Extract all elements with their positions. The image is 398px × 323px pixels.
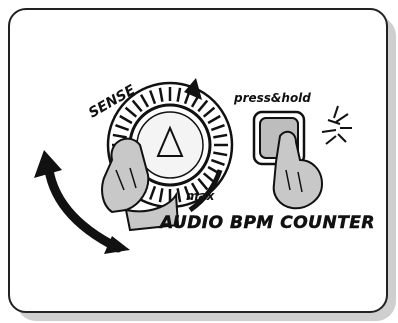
max-label: max <box>186 189 216 203</box>
light-burst-icon <box>322 106 352 144</box>
press-hold-label: press&hold <box>233 91 311 105</box>
product-name-label: AUDIO BPM COUNTER <box>158 213 375 233</box>
